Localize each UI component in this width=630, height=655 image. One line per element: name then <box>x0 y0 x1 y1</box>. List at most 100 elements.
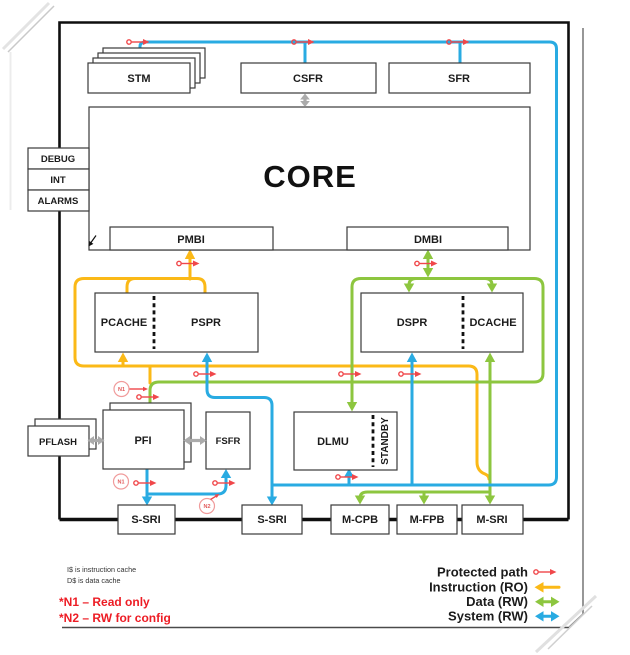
arrow-into-pmbi <box>184 249 196 259</box>
arrow-into-dlmu <box>346 402 358 412</box>
block-csfr: CSFR <box>240 62 377 94</box>
arrow-into-msri <box>484 495 496 505</box>
block-debug-int-alarms: DEBUG INT ALARMS <box>27 147 90 212</box>
standby-label: STANDBY <box>380 417 391 465</box>
block-fsfr: FSFR <box>205 411 251 470</box>
arrow-into-mcpb <box>354 495 366 505</box>
diagram-frame <box>58 21 570 520</box>
note-n2: *N2 – RW for config <box>59 611 171 625</box>
block-pcache-pspr: PCACHE PSPR <box>94 292 259 353</box>
instruction-paths <box>73 249 491 481</box>
protected-marker-pfi-top <box>136 393 161 401</box>
block-core: CORE PMBI DMBI <box>88 106 531 251</box>
block-pflash: PFLASH <box>27 418 97 457</box>
n1-circle-bottom <box>112 473 130 490</box>
legend-data-label: Data (RW) <box>466 594 528 609</box>
pfi-fsfr-arrow-left <box>183 436 190 445</box>
arrow-into-dspr-bottom <box>406 352 418 362</box>
alarms-label: ALARMS <box>38 196 79 207</box>
legend-data-arrow <box>535 596 560 607</box>
protected-marker-stm <box>126 38 151 46</box>
blocks: STM CSFR SFR CORE PMBI DMBI DEBUG INT <box>27 47 531 535</box>
n1-bottom-label: N1 <box>117 480 124 486</box>
block-dspr-dcache: DSPR DCACHE <box>360 292 524 353</box>
legend-instruction-arrow <box>534 582 561 593</box>
mcpb-label: M-CPB <box>342 514 378 526</box>
pflash-label: PFLASH <box>39 437 77 448</box>
footnotes: I$ is instruction cache D$ is data cache… <box>59 565 171 625</box>
arrow-into-dlmu-bottom <box>343 468 355 478</box>
bus-blocks: S-SRI S-SRI M-CPB M-FPB M-SRI <box>117 504 524 535</box>
pflash-pfi-arrow-left <box>87 436 94 445</box>
msri-label: M-SRI <box>476 514 507 526</box>
block-pmbi <box>109 226 274 251</box>
arrow-into-fsfr <box>220 469 232 478</box>
mfpb-label: M-FPB <box>410 514 445 526</box>
stm-label: STM <box>127 73 150 85</box>
n1-top-label: N1 <box>118 387 125 393</box>
int-label: INT <box>50 175 66 186</box>
protected-marker-pspr <box>193 370 218 378</box>
block-pfi: PFI <box>102 402 192 470</box>
protected-marker-fsfr <box>212 479 237 487</box>
n2-label: N2 <box>203 504 210 510</box>
csfr-core-arrow-up <box>300 93 310 100</box>
protected-marker-pmbi <box>176 259 201 268</box>
pfi-fsfr-arrow-right <box>200 436 207 445</box>
block-stm: STM <box>87 47 206 94</box>
block-alarms <box>27 189 90 212</box>
arrow-into-ssri-mid <box>266 496 278 506</box>
arrow-into-dcache-top <box>486 283 498 293</box>
protected-marker-dlmu-top <box>338 370 363 378</box>
debug-label: DEBUG <box>41 154 75 165</box>
protected-marker-pfi-bottom <box>133 479 158 487</box>
block-dmbi <box>346 226 509 251</box>
block-msri <box>461 504 524 535</box>
pflash-pfi-arrow-right <box>98 436 105 445</box>
gray-connectors <box>87 93 310 445</box>
core-corner-arrow <box>88 241 94 247</box>
arrow-into-pcache <box>117 352 129 362</box>
legend-protected-symbol <box>533 568 558 576</box>
ssri-mid-label: S-SRI <box>257 514 286 526</box>
arrow-into-ssri-left <box>141 496 153 506</box>
dspr-label: DSPR <box>397 317 428 329</box>
csfr-core-arrow-down <box>300 101 310 107</box>
note-icache: I$ is instruction cache <box>67 565 136 574</box>
arrow-into-mfpb <box>418 495 430 505</box>
block-mfpb <box>396 504 458 535</box>
legend: Protected path Instruction (RO) Data (RW… <box>429 565 561 624</box>
core-label: CORE <box>263 159 357 194</box>
csfr-label: CSFR <box>293 73 323 85</box>
arrow-into-dspr <box>403 283 415 293</box>
block-ssri-mid <box>241 504 303 535</box>
pmbi-label: PMBI <box>177 234 205 246</box>
legend-system-label: System (RW) <box>448 609 528 624</box>
block-dlmu: DLMU STANDBY <box>293 411 398 471</box>
legend-system-arrow <box>535 611 560 622</box>
arrow-into-dcache-bottom <box>484 352 496 362</box>
dlmu-label: DLMU <box>317 436 349 448</box>
dcache-label: DCACHE <box>469 317 516 329</box>
sfr-label: SFR <box>448 73 470 85</box>
core-corner-connector <box>90 235 97 243</box>
page-decorations <box>1 1 598 654</box>
legend-instruction-label: Instruction (RO) <box>429 580 528 595</box>
pcache-label: PCACHE <box>101 317 147 329</box>
arrow-into-dmbi <box>422 249 434 259</box>
dmbi-label: DMBI <box>414 234 442 246</box>
arrow-into-pspr <box>201 352 213 362</box>
block-sfr: SFR <box>388 62 531 94</box>
pfi-label: PFI <box>134 435 151 447</box>
arrow-from-dmbi <box>422 268 434 278</box>
n-annotations: N1 N1 N2 <box>112 380 220 515</box>
block-mcpb <box>330 504 390 535</box>
pspr-label: PSPR <box>191 317 221 329</box>
protected-marker-dspr <box>398 370 423 378</box>
fsfr-label: FSFR <box>216 436 241 447</box>
protected-marker-dmbi <box>414 259 439 268</box>
note-dcache: D$ is data cache <box>67 576 121 585</box>
block-ssri-left <box>117 504 176 535</box>
